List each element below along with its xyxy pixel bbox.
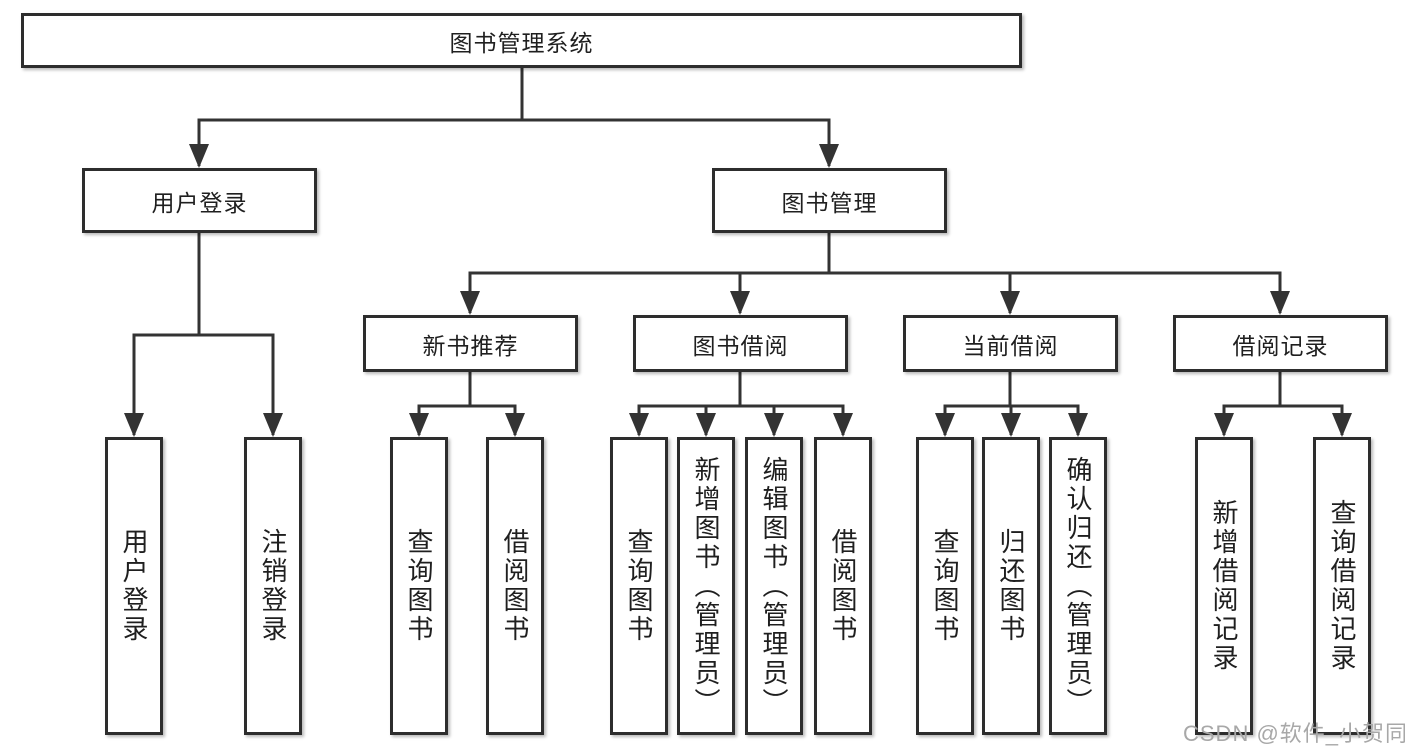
node-root-library-system: 图书管理系统 [21,13,1022,68]
node-borrow-records: 借阅记录 [1173,315,1388,372]
connector-root-to-user-login [189,68,524,168]
node-leaf-add-borrow-record: 新增借阅记录 [1195,437,1253,735]
node-leaf-edit-books-admin: 编辑图书（管理员） [745,437,803,735]
node-leaf-return-books: 归还图书 [982,437,1040,735]
node-leaf-query-borrow-record: 查询借阅记录 [1313,437,1371,735]
connector-user-login-to-login [124,233,201,437]
node-leaf-borrow-books-recommend: 借阅图书 [486,437,544,735]
connector-root-to-book-management [520,68,839,168]
connector-book-borrow-child-2 [696,372,742,437]
node-leaf-logout: 注销登录 [244,437,302,735]
node-leaf-user-login: 用户登录 [105,437,163,735]
node-leaf-query-books-current: 查询图书 [916,437,974,735]
node-book-management: 图书管理 [712,168,947,233]
node-leaf-add-books-admin: 新增图书（管理员） [677,437,735,735]
connector-book-mgmt-to-borrow-records [827,233,1290,315]
node-leaf-query-books-borrow: 查询图书 [610,437,668,735]
connector-user-login-to-logout [197,233,283,437]
node-leaf-confirm-return-admin: 确认归还（管理员） [1049,437,1107,735]
node-leaf-query-books-recommend: 查询图书 [390,437,448,735]
node-user-login: 用户登录 [82,168,317,233]
connector-new-recommend-child-2 [468,372,525,437]
node-new-book-recommend: 新书推荐 [363,315,578,372]
connector-book-mgmt-to-book-borrow [730,233,831,315]
node-current-borrow: 当前借阅 [903,315,1118,372]
connector-book-borrow-child-4 [738,372,853,437]
connector-current-borrow-child-1 [935,372,1012,437]
node-leaf-borrow-books: 借阅图书 [814,437,872,735]
connector-new-recommend-child-1 [409,372,472,437]
csdn-watermark: CSDN @软件_小贺同学 [1183,721,1405,746]
connector-borrow-records-child-2 [1278,372,1352,437]
connector-book-borrow-child-1 [629,372,742,437]
connector-current-borrow-child-3 [1008,372,1088,437]
connector-borrow-records-child-1 [1214,372,1282,437]
connector-book-borrow-child-3 [738,372,784,437]
node-book-borrow: 图书借阅 [633,315,848,372]
